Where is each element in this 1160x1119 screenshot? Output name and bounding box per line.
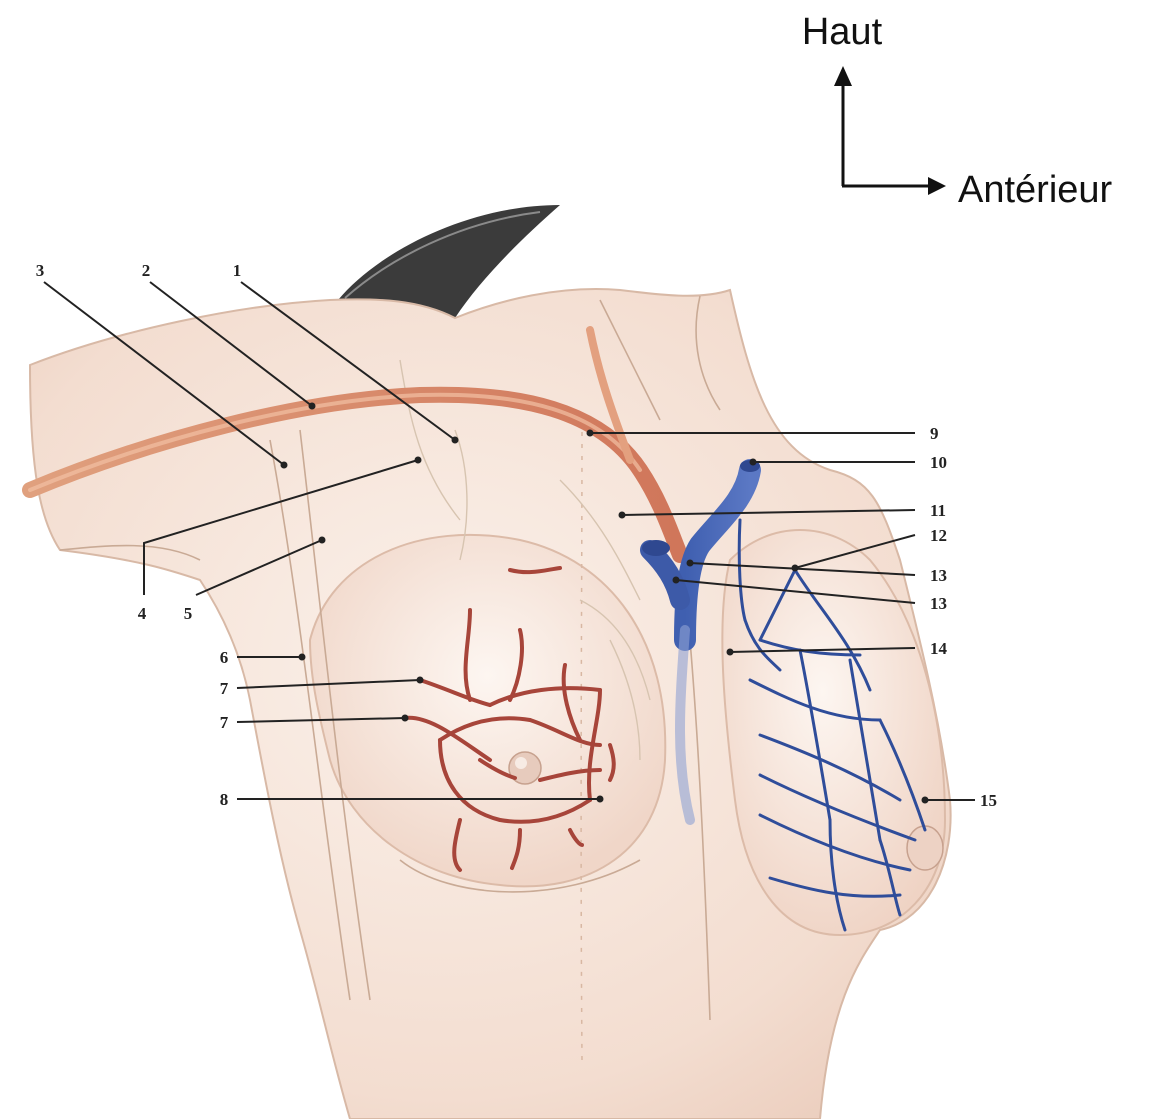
label-10: 10 — [930, 453, 947, 472]
orientation-indicator: Haut Antérieur — [802, 11, 1113, 211]
label-8: 8 — [220, 790, 229, 809]
up-arrow-icon — [834, 66, 852, 86]
label-5: 5 — [184, 604, 193, 623]
vein-cut-end — [642, 540, 670, 556]
label-13b: 13 — [930, 594, 947, 613]
label-15: 15 — [980, 791, 997, 810]
label-4: 4 — [138, 604, 147, 623]
label-1: 1 — [233, 261, 242, 280]
label-7b: 7 — [220, 713, 229, 732]
label-9: 9 — [930, 424, 939, 443]
label-11: 11 — [930, 501, 946, 520]
forward-direction-label: Antérieur — [958, 169, 1113, 211]
label-7a: 7 — [220, 679, 229, 698]
left-nipple-highlight — [515, 757, 527, 769]
label-12: 12 — [930, 526, 947, 545]
label-13a: 13 — [930, 566, 947, 585]
label-14: 14 — [930, 639, 948, 658]
label-2: 2 — [142, 261, 151, 280]
up-direction-label: Haut — [802, 11, 883, 53]
label-3: 3 — [36, 261, 45, 280]
forward-arrow-icon — [928, 177, 946, 195]
right-nipple — [907, 826, 943, 870]
label-6: 6 — [220, 648, 229, 667]
torso-figure — [30, 205, 951, 1119]
